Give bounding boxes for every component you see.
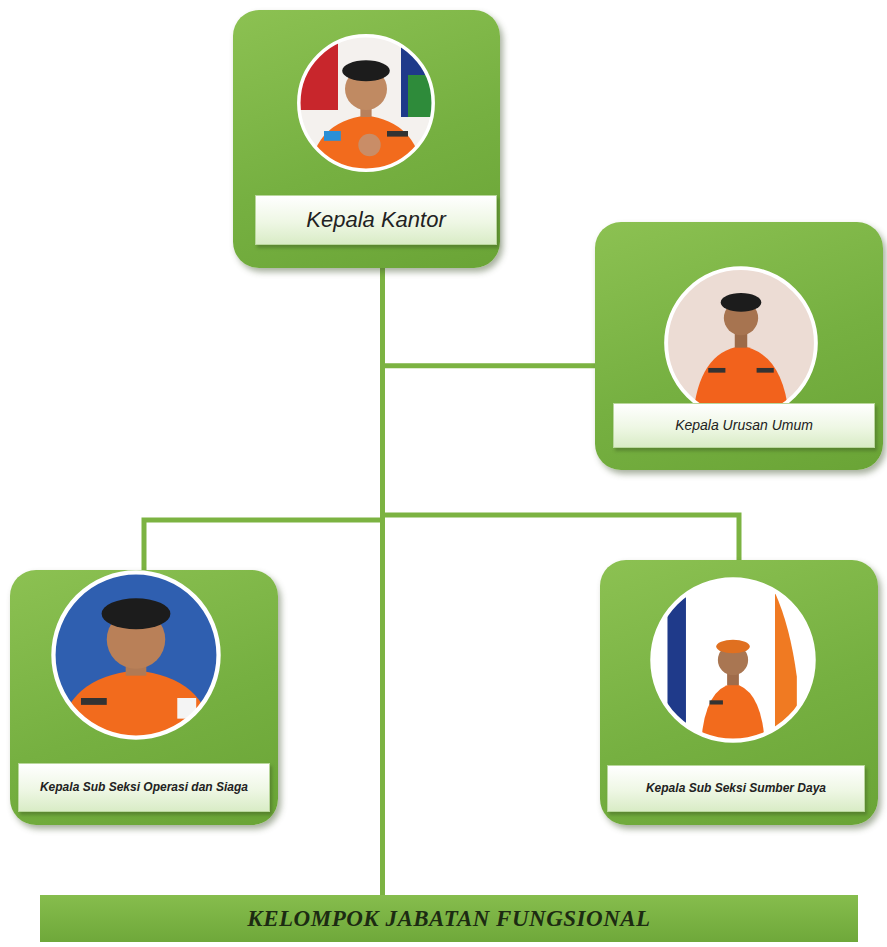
portrait-photo xyxy=(663,265,819,421)
position-label: Kepala Sub Seksi Operasi dan Siaga xyxy=(18,763,270,812)
position-box: Kepala Sub Seksi Sumber Daya xyxy=(600,560,878,825)
portrait-photo xyxy=(50,569,222,741)
portrait-photo xyxy=(296,33,436,173)
group-band: KELOMPOK JABATAN FUNGSIONAL xyxy=(40,895,858,942)
org-connector xyxy=(144,268,383,570)
position-label: Kepala Sub Seksi Sumber Daya xyxy=(607,765,865,812)
position-label: Kepala Kantor xyxy=(255,195,497,245)
position-box: Kepala Urusan Umum xyxy=(595,222,883,470)
position-box: Kepala Sub Seksi Operasi dan Siaga xyxy=(10,570,278,825)
org-connector xyxy=(380,268,385,895)
position-label: Kepala Urusan Umum xyxy=(613,403,875,448)
org-connector xyxy=(383,268,596,366)
portrait-photo xyxy=(649,576,817,744)
position-box: Kepala Kantor xyxy=(233,10,500,268)
band-title: KELOMPOK JABATAN FUNGSIONAL xyxy=(247,906,650,932)
